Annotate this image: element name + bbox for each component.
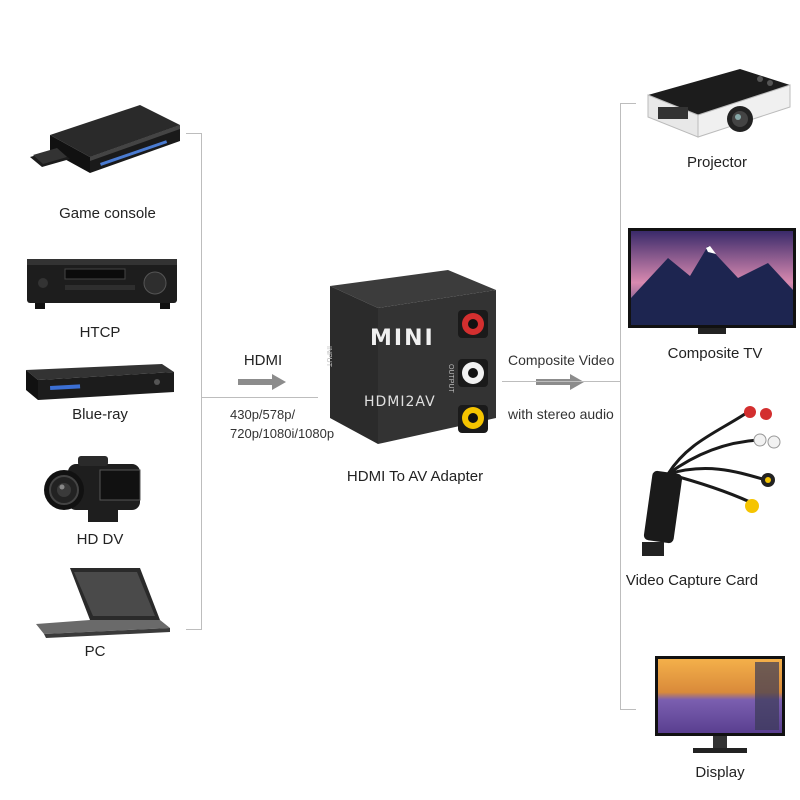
input-arrow-icon (238, 374, 288, 390)
adapter-caption: HDMI To AV Adapter (346, 468, 484, 485)
source-label-bluray: Blue-ray (72, 406, 128, 423)
dest-bracket-top (620, 103, 636, 104)
capture-card-icon (638, 402, 788, 562)
output-sublabel: with stereo audio (508, 406, 614, 422)
game-console-icon (30, 95, 190, 195)
projector-icon (640, 55, 795, 147)
dest-bracket-vertical (620, 103, 621, 710)
input-resolutions-line1: 430p/578p/ (230, 407, 296, 422)
jack-white (458, 359, 488, 387)
adapter-output-port-label: OUTPUT (447, 364, 454, 393)
source-label-game-console: Game console (59, 205, 156, 222)
camcorder-icon (38, 450, 163, 528)
source-bracket-bottom (186, 629, 202, 630)
source-bracket-vertical (201, 133, 202, 630)
adapter-model: HDMI2AV (364, 394, 436, 410)
output-label: Composite Video (508, 352, 615, 368)
input-resolutions-line2: 720p/1080i/1080p (230, 426, 335, 441)
source-bracket-top (186, 133, 202, 134)
dest-bracket-connector (502, 381, 620, 382)
laptop-icon (30, 562, 175, 642)
source-label-pc: PC (84, 643, 106, 660)
bluray-player-icon (22, 360, 177, 405)
source-label-htcp: HTCP (79, 324, 121, 341)
dest-label-projector: Projector (686, 154, 748, 171)
dest-label-capture-card: Video Capture Card (625, 572, 759, 589)
input-label: HDMI (243, 352, 283, 369)
jack-yellow (458, 405, 488, 433)
av-receiver-icon (25, 255, 180, 313)
dest-label-display: Display (695, 764, 745, 781)
source-label-hd-dv: HD DV (76, 531, 124, 548)
source-bracket-connector (201, 397, 318, 398)
dest-label-composite-tv: Composite TV (667, 345, 763, 362)
adapter-brand: MINI (370, 326, 435, 351)
tv-icon (628, 228, 796, 336)
output-arrow-icon (536, 374, 586, 390)
dest-bracket-bottom (620, 709, 636, 710)
monitor-icon (655, 656, 785, 758)
adapter-input-port-label: INPUT (325, 346, 332, 367)
jack-red (458, 310, 488, 338)
adapter-box: MINI HDMI2AV INPUT OUTPUT (318, 268, 498, 446)
